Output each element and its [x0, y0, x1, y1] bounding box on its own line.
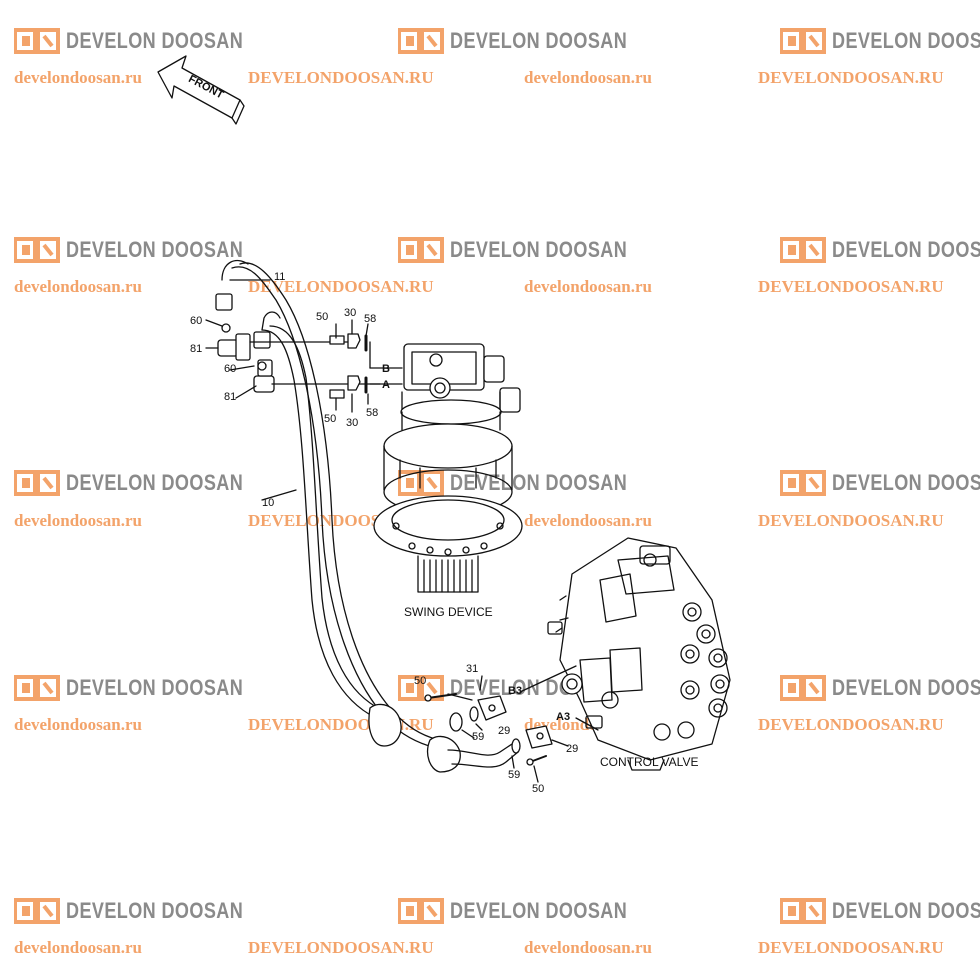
watermark-logo: DEVELON DOOSAN — [780, 237, 980, 263]
develon-logo-icon — [14, 28, 60, 54]
watermark-logo: DEVELON DOOSAN — [780, 28, 980, 54]
watermark-brand: DEVELON DOOSAN — [66, 470, 244, 495]
watermark-url: DEVELONDOOSAN.RU — [248, 277, 434, 296]
part-label-29: 29 — [566, 743, 578, 755]
watermark-logo: DEVELON DOOSAN — [398, 28, 666, 54]
develon-logo-icon — [398, 470, 444, 496]
watermark-logo: DEVELON DOOSAN — [780, 898, 980, 924]
watermark-brand: DEVELON DOOSAN — [450, 237, 628, 262]
watermark-url: DEVELONDOOSAN.RU — [758, 715, 944, 734]
part-label-50: 50 — [532, 783, 544, 795]
fitting-81-upper — [217, 323, 251, 361]
control-valve — [547, 537, 731, 771]
watermark-brand: DEVELON DOOSAN — [832, 237, 980, 262]
part-label-31: 31 — [466, 663, 478, 675]
watermark-url: DEVELONDOOSAN.RU — [248, 68, 434, 87]
watermark-url: develondoosan.ru — [524, 277, 652, 296]
lower-fittings — [368, 693, 553, 773]
watermark-logo: DEVELON DOOSAN — [780, 675, 980, 701]
watermark-logo: DEVELON DOOSAN — [398, 898, 666, 924]
part-label-58: 58 — [364, 313, 376, 325]
part-label-50: 50 — [414, 675, 426, 687]
front-arrow — [157, 55, 245, 125]
develon-logo-icon — [398, 237, 444, 263]
watermark-logo: DEVELON DOOSAN — [14, 237, 282, 263]
watermark-url: develondoosan.ru — [14, 938, 142, 957]
part-label-29: 29 — [498, 725, 510, 737]
develon-logo-icon — [14, 470, 60, 496]
watermark-logo: DEVELON DOOSAN — [14, 898, 282, 924]
watermark-brand: DEVELON DOOSAN — [832, 898, 980, 923]
part-label-59: 59 — [472, 731, 484, 743]
develon-logo-icon — [14, 675, 60, 701]
watermark-url: DEVELONDOOSAN.RU — [758, 938, 944, 957]
watermark-url: DEVELONDOOSAN.RU — [758, 68, 944, 87]
part-label-30: 30 — [344, 307, 356, 319]
watermark-logo: DEVELON DOOSAN — [14, 28, 282, 54]
develon-logo-icon — [780, 675, 826, 701]
watermark-logo: DEVELON DOOSAN — [14, 675, 282, 701]
develon-logo-icon — [780, 237, 826, 263]
watermark-url: develondoosan.ru — [14, 277, 142, 296]
develon-logo-icon — [398, 675, 444, 701]
watermark-brand: DEVELON DOOSAN — [450, 470, 628, 495]
hose-11 — [261, 329, 377, 719]
part-label-30: 30 — [346, 417, 358, 429]
port-label-a3: A3 — [556, 711, 570, 723]
watermark-logo: DEVELON DOOSAN — [14, 470, 282, 496]
port-label-a: A — [382, 379, 390, 391]
develon-logo-icon — [14, 898, 60, 924]
part-label-60: 60 — [190, 315, 202, 327]
part-label-50: 50 — [316, 311, 328, 323]
watermark-brand: DEVELON DOOSAN — [66, 675, 244, 700]
watermark-brand: DEVELON DOOSAN — [450, 28, 628, 53]
watermark-logo: DEVELON DOOSAN — [398, 470, 666, 496]
watermark-brand: DEVELON DOOSAN — [66, 898, 244, 923]
develon-logo-icon — [14, 237, 60, 263]
flange-30-upper — [249, 333, 368, 352]
part-label-81: 81 — [224, 391, 236, 403]
develon-logo-icon — [780, 28, 826, 54]
part-label-10: 10 — [262, 497, 274, 509]
part-label-50: 50 — [324, 413, 336, 425]
watermark-brand: DEVELON DOOSAN — [66, 237, 244, 262]
watermark-brand: DEVELON DOOSAN — [66, 28, 244, 53]
watermark-url: develondoosan.ru — [524, 68, 652, 87]
part-label-81: 81 — [190, 343, 202, 355]
port-label-b: B — [382, 363, 390, 375]
valve-spools — [653, 602, 730, 741]
control-valve-label: CONTROL VALVE — [600, 755, 698, 769]
port-label-b3: B3 — [508, 685, 522, 697]
watermark-url: develondoosan.ru — [524, 938, 652, 957]
swing-device — [373, 343, 523, 593]
develon-logo-icon — [780, 898, 826, 924]
watermark-url: DEVELONDOOSAN.RU — [758, 511, 944, 530]
watermark-brand: DEVELON DOOSAN — [450, 898, 628, 923]
watermark-url: DEVELONDOOSAN.RU — [248, 938, 434, 957]
watermark-url: DEVELONDOOSAN.RU — [758, 277, 944, 296]
develon-logo-icon — [398, 28, 444, 54]
watermark-url: develondoosan.ru — [14, 68, 142, 87]
develon-logo-icon — [398, 898, 444, 924]
watermark-logo: DEVELON DOOSAN — [780, 470, 980, 496]
swing-device-label: SWING DEVICE — [404, 605, 493, 619]
watermark-brand: DEVELON DOOSAN — [832, 675, 980, 700]
part-label-59: 59 — [508, 769, 520, 781]
flange-30-lower — [271, 375, 381, 399]
fitting-81-lower — [253, 359, 275, 393]
watermark-url: develondoosan.ru — [524, 511, 652, 530]
watermark-brand: DEVELON DOOSAN — [832, 28, 980, 53]
watermark-brand: DEVELON DOOSAN — [832, 470, 980, 495]
watermark-logo: DEVELON DOOSAN — [398, 237, 666, 263]
develon-logo-icon — [780, 470, 826, 496]
part-label-60: 60 — [224, 363, 236, 375]
watermark-url: develondoosan.ru — [14, 715, 142, 734]
watermark-url: develondoosan.ru — [14, 511, 142, 530]
part-label-11: 11 — [274, 271, 285, 283]
part-label-58: 58 — [366, 407, 378, 419]
